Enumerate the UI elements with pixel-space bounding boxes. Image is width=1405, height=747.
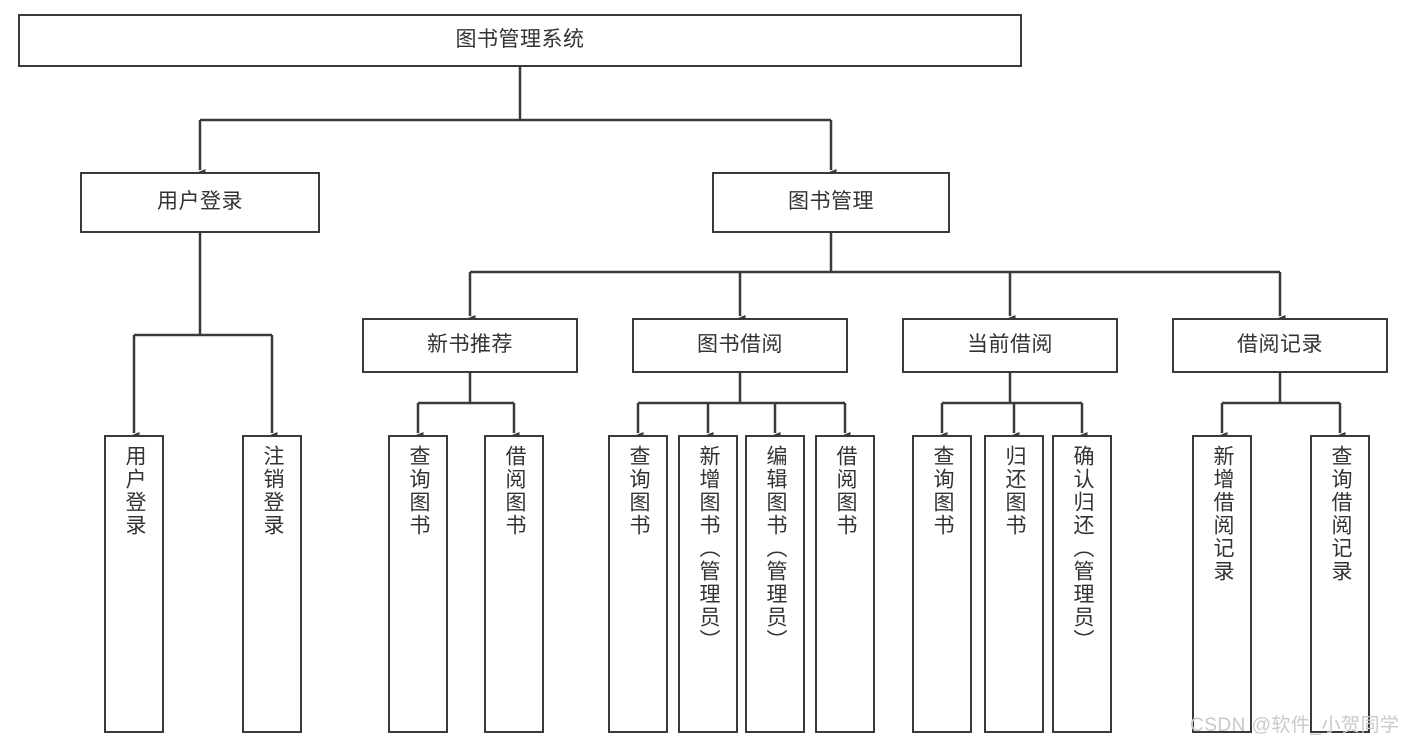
- node-label: 借阅图书: [834, 445, 858, 537]
- node-label: 注销登录: [261, 445, 285, 537]
- node-label: 新增图书（管理员）: [697, 445, 721, 652]
- node-leaf-add-book[interactable]: 新增图书（管理员）: [678, 435, 738, 733]
- node-label: 借阅图书: [503, 445, 527, 537]
- node-label: 查询图书: [931, 445, 955, 537]
- node-label: 查询借阅记录: [1329, 445, 1353, 583]
- node-current-borrow[interactable]: 当前借阅: [902, 318, 1118, 373]
- node-book-borrow[interactable]: 图书借阅: [632, 318, 848, 373]
- node-label: 当前借阅: [967, 333, 1053, 357]
- node-label: 借阅记录: [1237, 333, 1323, 357]
- node-borrow-record[interactable]: 借阅记录: [1172, 318, 1388, 373]
- node-book-manage[interactable]: 图书管理: [712, 172, 950, 233]
- node-label: 查询图书: [407, 445, 431, 537]
- node-leaf-logout[interactable]: 注销登录: [242, 435, 302, 733]
- node-leaf-query-book-2[interactable]: 查询图书: [608, 435, 668, 733]
- node-leaf-user-login[interactable]: 用户登录: [104, 435, 164, 733]
- connector-group: [128, 67, 1346, 441]
- node-label: 图书借阅: [697, 333, 783, 357]
- node-label: 用户登录: [123, 445, 147, 537]
- node-label: 查询图书: [627, 445, 651, 537]
- node-new-book-recommend[interactable]: 新书推荐: [362, 318, 578, 373]
- node-label: 图书管理系统: [455, 28, 585, 52]
- node-label: 新增借阅记录: [1211, 445, 1235, 583]
- node-label: 图书管理: [788, 190, 874, 214]
- node-leaf-query-record[interactable]: 查询借阅记录: [1310, 435, 1370, 733]
- node-root[interactable]: 图书管理系统: [18, 14, 1022, 67]
- node-leaf-confirm-return[interactable]: 确认归还（管理员）: [1052, 435, 1112, 733]
- node-leaf-borrow-book-2[interactable]: 借阅图书: [815, 435, 875, 733]
- node-label: 编辑图书（管理员）: [764, 445, 788, 652]
- node-leaf-query-book-1[interactable]: 查询图书: [388, 435, 448, 733]
- node-label: 新书推荐: [427, 333, 513, 357]
- node-leaf-borrow-book-1[interactable]: 借阅图书: [484, 435, 544, 733]
- node-leaf-query-book-3[interactable]: 查询图书: [912, 435, 972, 733]
- node-user-login[interactable]: 用户登录: [80, 172, 320, 233]
- node-label: 归还图书: [1003, 445, 1027, 537]
- node-leaf-return-book[interactable]: 归还图书: [984, 435, 1044, 733]
- node-label: 用户登录: [157, 190, 243, 214]
- node-leaf-edit-book[interactable]: 编辑图书（管理员）: [745, 435, 805, 733]
- node-label: 确认归还（管理员）: [1071, 445, 1095, 652]
- node-leaf-add-record[interactable]: 新增借阅记录: [1192, 435, 1252, 733]
